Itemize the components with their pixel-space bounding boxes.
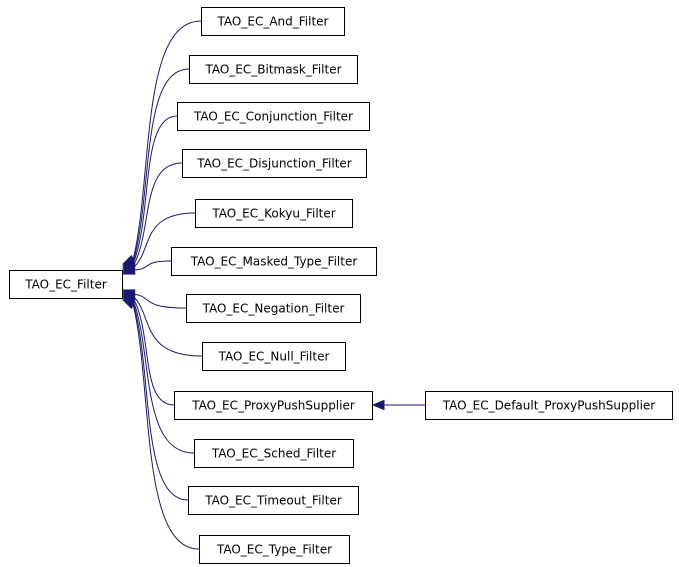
class-node-defaultproxy[interactable]: TAO_EC_Default_ProxyPushSupplier [425,391,673,420]
class-node-null[interactable]: TAO_EC_Null_Filter [202,342,346,371]
class-node-box[interactable] [171,247,377,276]
class-node-box[interactable] [194,439,354,468]
class-node-label: TAO_EC_Default_ProxyPushSupplier [442,399,656,413]
class-node-label: TAO_EC_Timeout_Filter [204,494,342,508]
edge-proxy-to-base [121,293,175,406]
class-node-box[interactable] [182,149,367,178]
class-node-box[interactable] [174,391,373,420]
edge-line [132,162,183,267]
edge-defaultproxy-to-proxy [371,399,425,411]
class-node-label: TAO_EC_Bitmask_Filter [204,63,341,77]
class-node-masked[interactable]: TAO_EC_Masked_Type_Filter [171,247,377,276]
edge-line [132,301,189,501]
edge-line [132,303,200,550]
edge-line [132,20,202,261]
class-node-label: TAO_EC_Filter [24,278,107,292]
edge-line [132,295,203,357]
class-node-bitmask[interactable]: TAO_EC_Bitmask_Filter [189,55,358,84]
class-node-box[interactable] [201,7,345,36]
arrow-head-icon [121,264,136,275]
class-node-box[interactable] [189,55,358,84]
class-node-label: TAO_EC_And_Filter [217,15,329,29]
class-node-box[interactable] [199,535,350,564]
class-node-conjunction[interactable]: TAO_EC_Conjunction_Filter [177,102,370,131]
class-node-timeout[interactable]: TAO_EC_Timeout_Filter [188,486,359,515]
edge-bitmask-to-base [121,68,190,267]
class-node-box[interactable] [186,294,361,323]
class-node-label: TAO_EC_Type_Filter [216,543,332,557]
edge-type-to-base [121,299,200,550]
class-node-negation[interactable]: TAO_EC_Negation_Filter [186,294,361,323]
class-node-kokyu[interactable]: TAO_EC_Kokyu_Filter [195,199,353,228]
arrow-head-icon [121,299,136,310]
class-node-box[interactable] [202,342,346,371]
edge-line [132,212,196,269]
nodes-layer: TAO_EC_Filter TAO_EC_And_FilterTAO_EC_Bit… [9,7,673,564]
class-node-label: TAO_EC_Negation_Filter [202,302,345,316]
class-node-label: TAO_EC_Sched_Filter [211,447,336,461]
class-node-proxy[interactable]: TAO_EC_ProxyPushSupplier [174,391,373,420]
class-node-and[interactable]: TAO_EC_And_Filter [201,7,345,36]
edge-line [132,293,187,309]
edges-layer [121,20,425,550]
class-node-type[interactable]: TAO_EC_Type_Filter [199,535,350,564]
edge-line [132,260,172,271]
class-node-label: TAO_EC_Disjunction_Filter [196,157,352,171]
class-node-label: TAO_EC_Kokyu_Filter [211,207,335,221]
class-node-label: TAO_EC_Conjunction_Filter [193,110,353,124]
class-node-box[interactable] [177,102,370,131]
class-node-label: TAO_EC_ProxyPushSupplier [191,399,355,413]
class-node-base[interactable]: TAO_EC_Filter [9,270,123,299]
edge-masked-to-base [121,260,172,275]
edge-sched-to-base [121,295,195,454]
class-node-box[interactable] [9,270,123,299]
edge-line [132,299,195,454]
class-node-box[interactable] [425,391,673,420]
class-node-disjunction[interactable]: TAO_EC_Disjunction_Filter [182,149,367,178]
class-node-label: TAO_EC_Masked_Type_Filter [190,255,358,269]
edge-line [132,68,190,263]
class-node-box[interactable] [195,199,353,228]
arrow-head-icon [371,399,385,411]
class-node-label: TAO_EC_Null_Filter [218,350,330,364]
class-node-box[interactable] [188,486,359,515]
edge-line [132,115,178,265]
class-node-sched[interactable]: TAO_EC_Sched_Filter [194,439,354,468]
edge-line [132,297,175,406]
